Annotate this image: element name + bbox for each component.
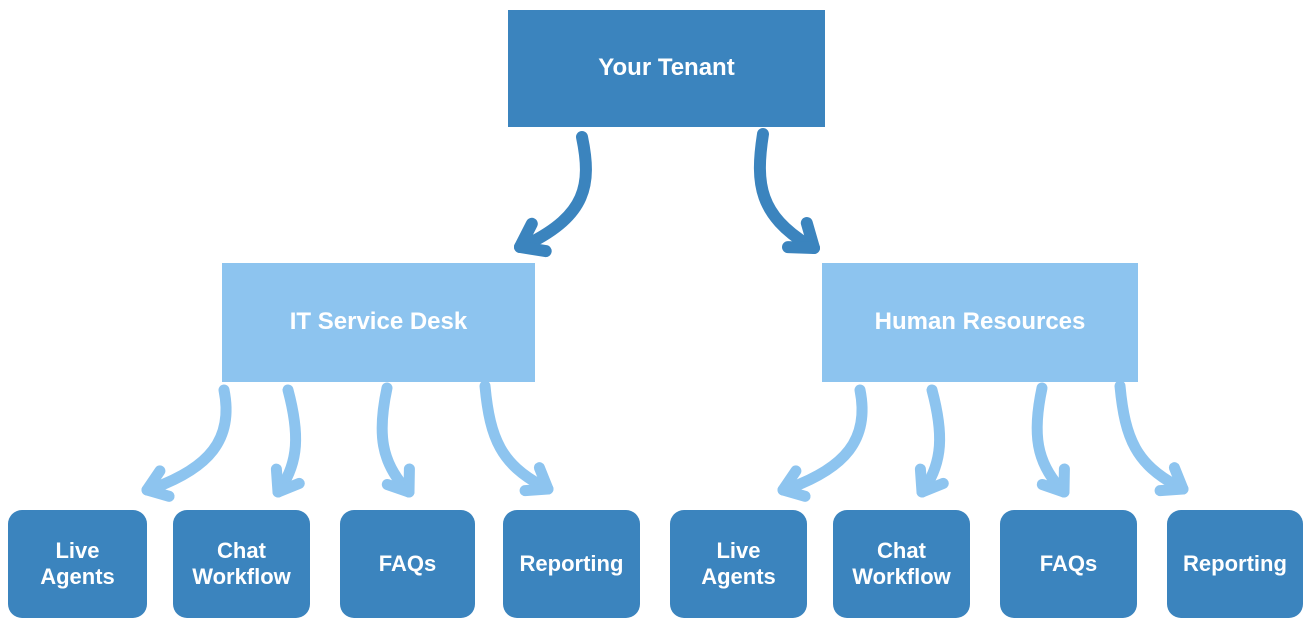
node-label: Your Tenant — [598, 54, 735, 82]
arrow-hr-to-chat-workflow — [914, 384, 949, 498]
node-label: Live Agents — [40, 538, 115, 589]
arrow-it-to-faqs — [376, 382, 415, 498]
node-it-service-desk: IT Service Desk — [222, 263, 535, 382]
node-label: Reporting — [1183, 551, 1287, 577]
arrow-hr-to-reporting — [1114, 380, 1189, 497]
node-hr-faqs: FAQs — [1000, 510, 1137, 618]
node-hr-reporting: Reporting — [1167, 510, 1303, 618]
node-label: Live Agents — [701, 538, 776, 589]
node-label: IT Service Desk — [289, 308, 468, 336]
arrow-hr-to-faqs — [1031, 382, 1070, 498]
node-human-resources: Human Resources — [822, 263, 1138, 382]
arrow-tenant-to-it-service-desk — [514, 131, 592, 258]
node-it-live-agents: Live Agents — [8, 510, 147, 618]
node-it-chat-workflow: Chat Workflow — [173, 510, 310, 618]
node-label: Human Resources — [874, 308, 1086, 336]
node-it-reporting: Reporting — [503, 510, 640, 618]
node-hr-live-agents: Live Agents — [670, 510, 807, 618]
node-label: Reporting — [519, 551, 624, 577]
node-label: Chat Workflow — [192, 538, 291, 589]
arrow-it-to-reporting — [479, 380, 554, 497]
node-your-tenant: Your Tenant — [508, 10, 825, 127]
arrow-tenant-to-human-resources — [753, 128, 820, 254]
node-label: FAQs — [378, 551, 437, 577]
node-hr-chat-workflow: Chat Workflow — [833, 510, 970, 618]
node-label: Chat Workflow — [852, 538, 951, 589]
arrow-it-to-live-agents — [141, 384, 232, 502]
arrow-hr-to-live-agents — [777, 384, 868, 502]
node-label: FAQs — [1039, 551, 1098, 577]
node-it-faqs: FAQs — [340, 510, 475, 618]
arrow-it-to-chat-workflow — [270, 384, 305, 498]
